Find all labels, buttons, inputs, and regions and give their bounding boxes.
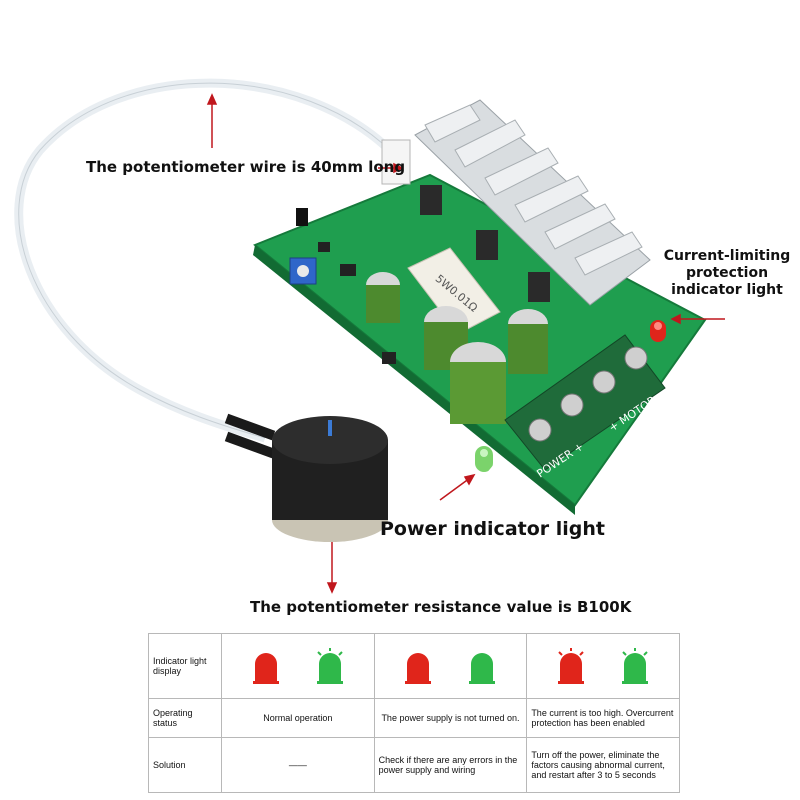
pcb-edge [253, 245, 575, 515]
heatsink [414, 99, 651, 306]
product-photo: 5W0.01Ω Over Current [14, 78, 791, 616]
status-cell-2: The power supply is not turned on. [373, 697, 528, 738]
table-row-indicator: Indicator light display [148, 633, 680, 699]
status-cell-3: The current is too high. Overcurrent pro… [526, 697, 680, 738]
red-led [650, 320, 666, 342]
callout-arrows [206, 93, 725, 594]
jumper-header [296, 208, 308, 226]
callout-current-limit-light: Current-limiting protection indicator li… [663, 248, 791, 298]
mosfet-2 [476, 230, 498, 260]
indicator-reference-table: Indicator light display Operating status… [148, 633, 680, 794]
table-row-solution: Solution —— Check if there are any error… [148, 736, 680, 794]
table-row-status: Operating status Normal operation The po… [148, 697, 680, 738]
solution-cell-3: Turn off the power, eliminate the factor… [526, 736, 680, 794]
status-cell-1: Normal operation [221, 697, 375, 738]
green-light-on-icon [316, 647, 343, 684]
indicator-cell-2 [373, 633, 528, 699]
red-light-icon [252, 652, 279, 684]
indicator-cell-3 [526, 633, 680, 699]
callout-power-light: Power indicator light [380, 518, 605, 540]
mosfet-1 [420, 185, 442, 215]
row-header-indicator: Indicator light display [148, 633, 222, 699]
green-light-icon [469, 652, 496, 684]
trimmer-pot [289, 257, 317, 285]
mosfet-3 [528, 272, 550, 302]
board-illustration: 5W0.01Ω Over Current [14, 78, 725, 594]
solution-cell-1: —— [221, 736, 375, 794]
ic-chip-1 [340, 264, 356, 276]
green-led [475, 446, 493, 472]
indicator-cell-1 [221, 633, 375, 699]
trimmer-screw [297, 265, 309, 277]
row-header-status: Operating status [148, 697, 222, 738]
green-light-on-icon [622, 647, 649, 684]
callout-resistance: The potentiometer resistance value is B1… [250, 598, 632, 616]
callout-wire-length: The potentiometer wire is 40mm long [86, 158, 406, 176]
ic-chip-2 [318, 242, 330, 252]
potentiometer-knob [224, 413, 388, 542]
capacitors [366, 272, 548, 424]
row-header-solution: Solution [148, 736, 222, 794]
ic-chip-3 [382, 352, 396, 364]
wire-connector [381, 139, 411, 185]
red-light-icon [405, 652, 432, 684]
red-light-on-icon [558, 647, 585, 684]
solution-cell-2: Check if there are any errors in the pow… [373, 736, 528, 794]
wire-outline [18, 82, 396, 439]
